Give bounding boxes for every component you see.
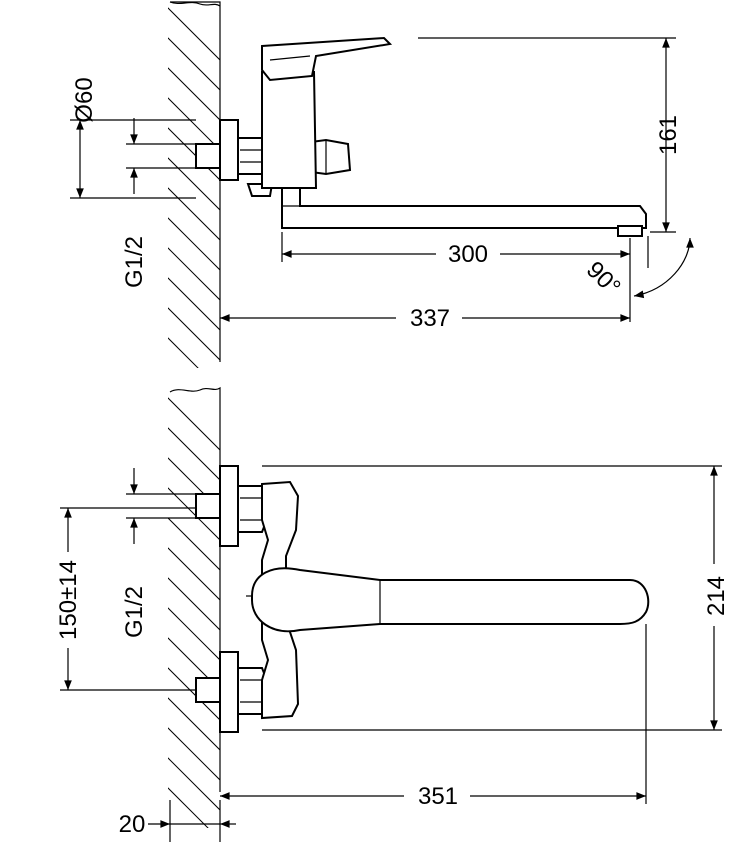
centers-label: 150±14 [55, 560, 82, 640]
thread-label-top: G1/2 [121, 236, 148, 288]
thread-label-front: G1/2 [121, 586, 148, 638]
wall-offset-label: 20 [119, 811, 146, 838]
wall-hatch-top [168, 7, 220, 368]
total-depth-label: 337 [410, 305, 450, 332]
diameter-label: Ø60 [71, 77, 98, 122]
wall-hatch-bottom [168, 397, 220, 828]
top-view: Ø60 G1/2 161 300 90° 337 [70, 1, 694, 368]
spout-reach-label: 300 [448, 241, 488, 268]
front-view: 150±14 G1/2 214 351 20 [55, 386, 730, 842]
width-label: 214 [703, 576, 730, 616]
spout-length-label: 351 [418, 783, 458, 810]
angle-label: 90° [581, 256, 626, 301]
height-label: 161 [655, 115, 682, 155]
